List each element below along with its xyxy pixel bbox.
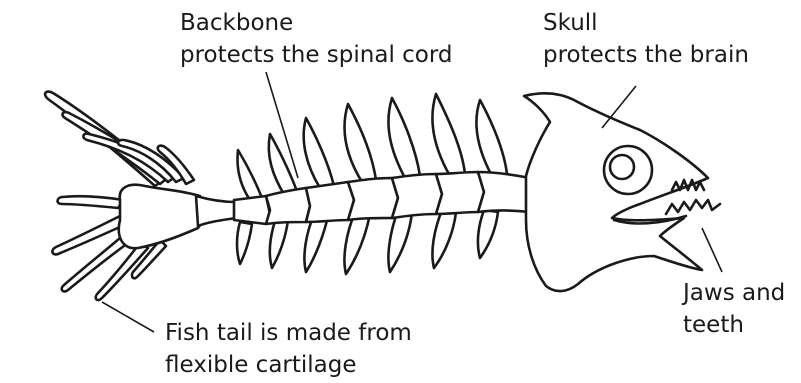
jaws-label-line2: teeth bbox=[683, 312, 744, 338]
rib-lower-7 bbox=[478, 210, 498, 258]
rib-lower-6 bbox=[432, 210, 456, 268]
vertebra-2 bbox=[266, 188, 310, 224]
skull-label-desc: protects the brain bbox=[543, 42, 749, 68]
tail-ray-mid-1 bbox=[58, 196, 125, 208]
rib-upper-5 bbox=[388, 98, 420, 178]
rib-lower-4 bbox=[344, 212, 370, 274]
tail-stem bbox=[196, 196, 236, 226]
backbone-label-desc: protects the spinal cord bbox=[180, 42, 453, 68]
vertebra-5 bbox=[392, 174, 442, 218]
teeth-lower bbox=[666, 200, 720, 214]
vertebra-4 bbox=[348, 178, 398, 220]
skull-label-title: Skull bbox=[543, 10, 598, 36]
tail-leader bbox=[102, 302, 154, 332]
skull bbox=[524, 93, 720, 291]
vertebra-1 bbox=[234, 196, 270, 224]
rib-upper-3 bbox=[304, 118, 334, 188]
rib-upper-7 bbox=[476, 100, 507, 176]
rib-lower-1 bbox=[237, 222, 252, 264]
tail-label-line2: flexible cartilage bbox=[165, 352, 357, 378]
rib-upper-6 bbox=[432, 94, 465, 176]
vertebra-3 bbox=[306, 182, 354, 222]
vertebra-6 bbox=[436, 172, 484, 214]
tail-label-line1: Fish tail is made from bbox=[165, 320, 412, 346]
jaws-leader bbox=[702, 228, 722, 272]
rib-upper-1 bbox=[238, 150, 263, 200]
fish-tail bbox=[45, 92, 236, 301]
backbone-label-title: Backbone bbox=[180, 10, 293, 36]
eye-socket-inner bbox=[610, 155, 634, 179]
tail-base bbox=[119, 185, 204, 248]
jaws-label-line1: Jaws and bbox=[681, 280, 785, 306]
rib-upper-4 bbox=[344, 104, 376, 182]
rib-lower-2 bbox=[270, 218, 288, 268]
